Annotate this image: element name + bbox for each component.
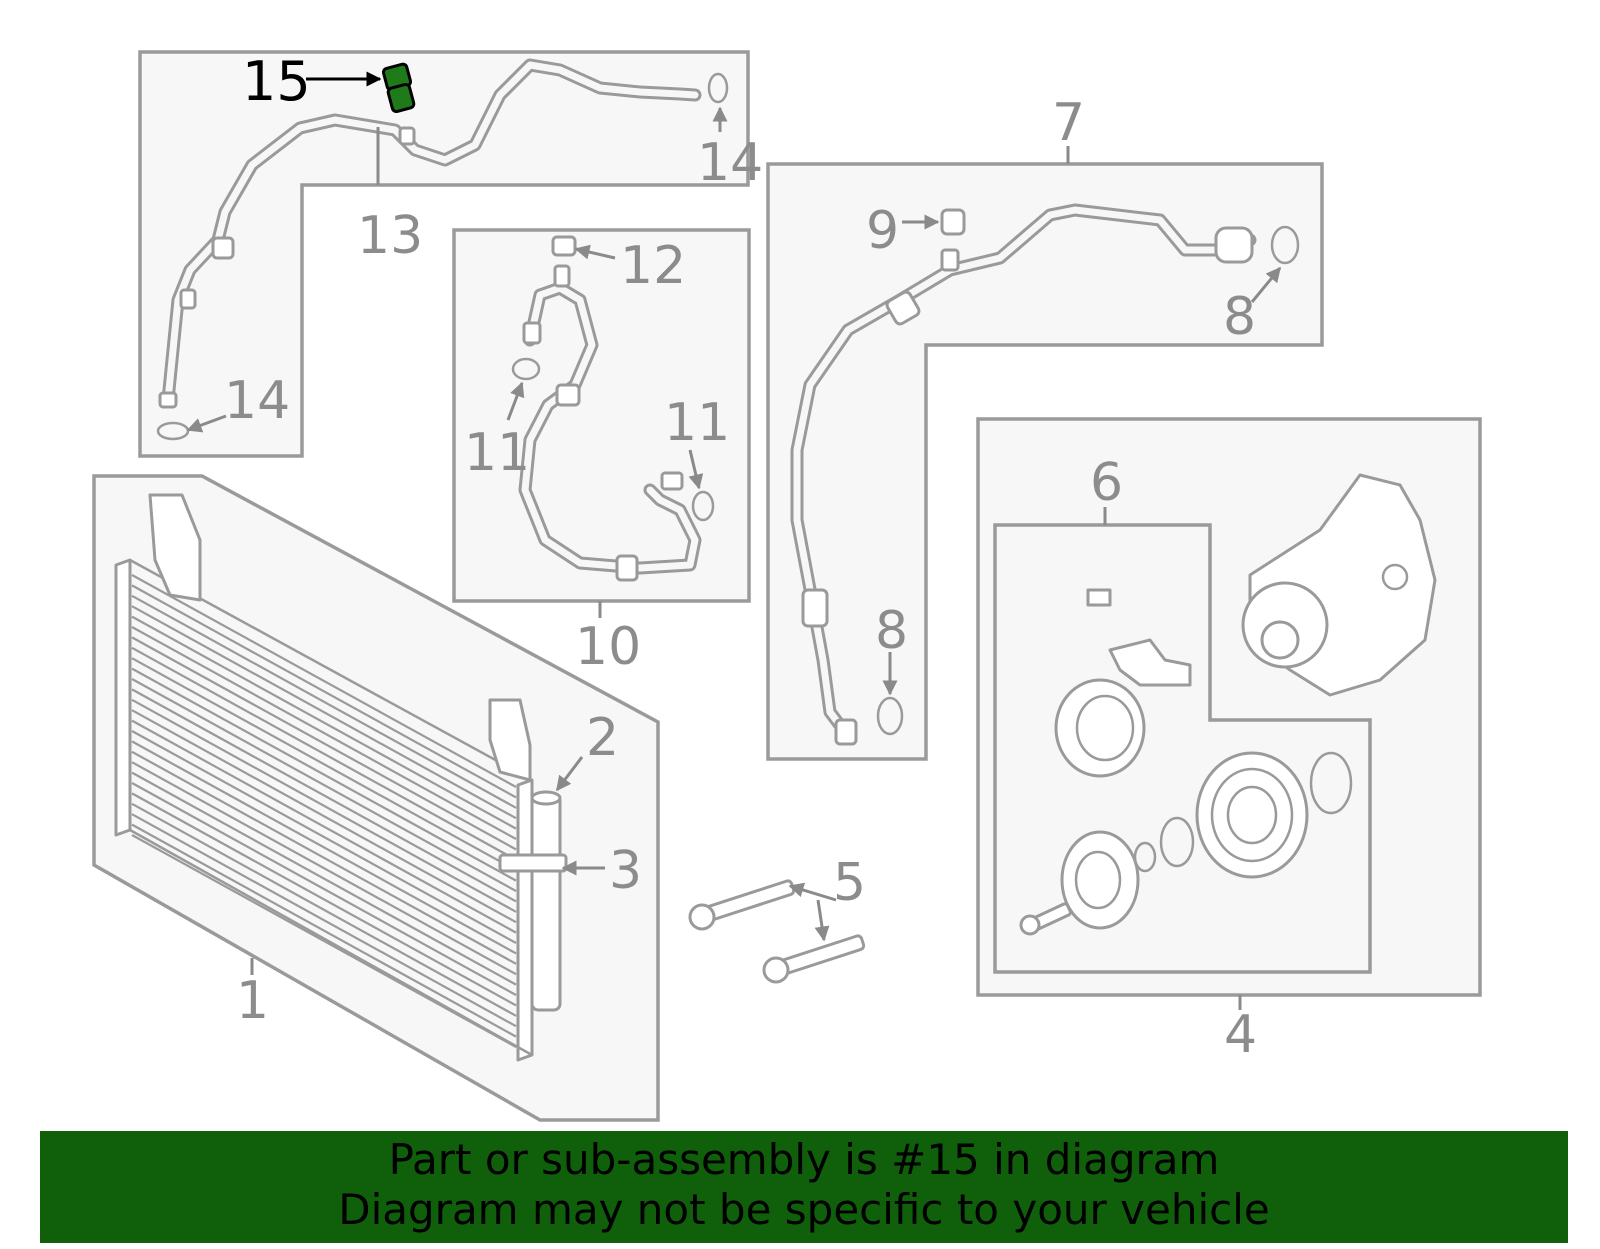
callout-2: 2 xyxy=(586,708,619,768)
hose-13-group xyxy=(138,50,750,458)
condenser-fin xyxy=(131,761,517,976)
condenser-fin xyxy=(131,646,517,861)
condenser-fin xyxy=(131,688,517,903)
condenser-fin xyxy=(131,771,517,986)
condenser-fin xyxy=(131,605,517,820)
condenser-fin xyxy=(131,667,517,882)
condenser-fin xyxy=(131,802,517,1017)
condenser-fin xyxy=(131,813,517,1028)
condenser-fin xyxy=(131,709,517,924)
hose-10-group xyxy=(452,228,751,618)
condenser-fin xyxy=(131,740,517,955)
callout-9: 9 xyxy=(866,201,899,261)
callout-15: 15 xyxy=(242,50,311,113)
callout-6: 6 xyxy=(1090,453,1123,513)
callout-11-left: 11 xyxy=(464,423,530,483)
compressor-4-group xyxy=(976,417,1482,1010)
callout-8-top: 8 xyxy=(1223,287,1256,347)
callout-14-top: 14 xyxy=(697,133,763,193)
condenser-fin xyxy=(131,698,517,913)
info-banner: Part or sub-assembly is #15 in diagram D… xyxy=(40,1131,1568,1243)
condenser-fin xyxy=(131,823,517,1038)
callout-3: 3 xyxy=(609,841,642,901)
callout-8-bottom: 8 xyxy=(875,601,908,661)
callout-4: 4 xyxy=(1224,1005,1257,1065)
callout-11-right: 11 xyxy=(664,393,730,453)
condenser-fin xyxy=(131,615,517,830)
condenser-fin xyxy=(131,792,517,1007)
condenser-fin xyxy=(131,730,517,944)
condenser-fin xyxy=(131,678,517,892)
condenser-fin xyxy=(131,636,517,851)
condenser-1-group xyxy=(92,474,660,1122)
condenser-fin xyxy=(131,594,517,809)
condenser-fin xyxy=(131,834,517,1048)
condenser-fin xyxy=(131,782,517,996)
condenser-fin xyxy=(131,657,517,872)
condenser-fin xyxy=(131,719,517,934)
banner-line-1: Part or sub-assembly is #15 in diagram xyxy=(388,1135,1220,1184)
condenser-fins xyxy=(131,574,517,1048)
callout-13: 13 xyxy=(357,206,423,266)
condenser-fin xyxy=(131,584,517,799)
callout-14-left: 14 xyxy=(224,371,290,431)
bolts-5-group xyxy=(688,879,866,984)
condenser-fin xyxy=(131,750,517,965)
callout-12: 12 xyxy=(620,236,686,296)
callout-labels: 15 14 13 14 12 11 11 10 7 9 8 8 6 4 5 2 … xyxy=(224,50,1257,1065)
callout-5: 5 xyxy=(833,853,866,913)
hose-7-group xyxy=(766,146,1324,761)
condenser-fin xyxy=(131,626,517,840)
condenser-fin xyxy=(131,574,517,788)
banner-line-2: Diagram may not be specific to your vehi… xyxy=(338,1185,1270,1234)
pressure-switch-15-highlighted xyxy=(381,62,416,114)
callout-1: 1 xyxy=(236,971,269,1031)
callout-10: 10 xyxy=(575,617,641,677)
callout-7: 7 xyxy=(1052,93,1085,153)
